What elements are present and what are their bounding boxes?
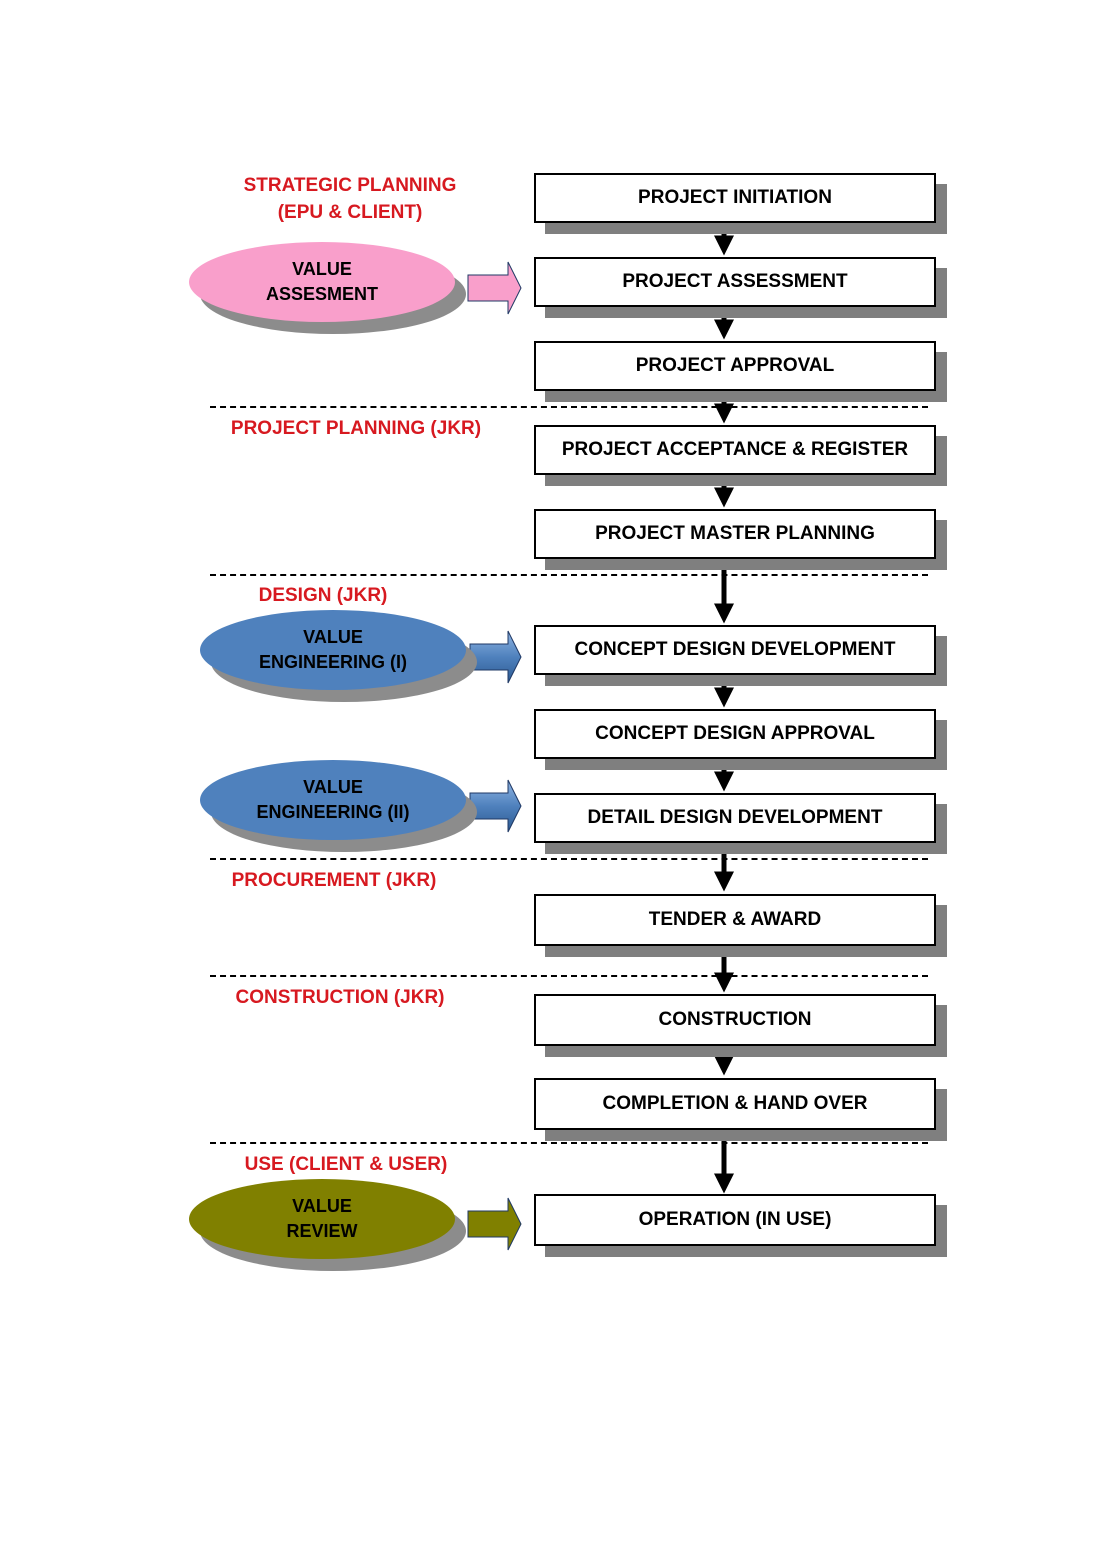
step-project-approval: PROJECT APPROVAL (534, 341, 936, 391)
step-tender-award: TENDER & AWARD (534, 894, 936, 946)
value-engineering-1-ellipse: VALUE ENGINEERING (I) (200, 610, 466, 690)
value-engineering-1-arrow (469, 630, 522, 684)
step-project-initiation: PROJECT INITIATION (534, 173, 936, 223)
phase-divider (210, 858, 928, 860)
value-assessment-ellipse: VALUE ASSESMENT (189, 242, 455, 322)
phase-label-strategic-planning: STRATEGIC PLANNING (EPU & CLIENT) (243, 175, 457, 223)
phase-label-project-planning: PROJECT PLANNING (JKR) (230, 418, 482, 439)
phase-label-procurement: PROCUREMENT (JKR) (231, 870, 437, 891)
step-operation-in-use: OPERATION (IN USE) (534, 1194, 936, 1246)
phase-divider (210, 574, 928, 576)
phase-label-design: DESIGN (JKR) (258, 585, 388, 606)
value-assessment-arrow (467, 261, 522, 315)
step-completion-hand-over: COMPLETION & HAND OVER (534, 1078, 936, 1130)
phase-divider (210, 975, 928, 977)
step-construction: CONSTRUCTION (534, 994, 936, 1046)
value-engineering-2-ellipse: VALUE ENGINEERING (II) (200, 760, 466, 840)
phase-divider (210, 1142, 928, 1144)
value-review-arrow (467, 1197, 522, 1251)
step-project-master-planning: PROJECT MASTER PLANNING (534, 509, 936, 559)
step-project-assessment: PROJECT ASSESSMENT (534, 257, 936, 307)
step-concept-design-development: CONCEPT DESIGN DEVELOPMENT (534, 625, 936, 675)
step-project-acceptance-register: PROJECT ACCEPTANCE & REGISTER (534, 425, 936, 475)
value-engineering-2-arrow (469, 779, 522, 833)
value-review-ellipse: VALUE REVIEW (189, 1179, 455, 1259)
phase-label-construction: CONSTRUCTION (JKR) (235, 987, 445, 1008)
phase-label-use: USE (CLIENT & USER) (244, 1154, 448, 1175)
step-concept-design-approval: CONCEPT DESIGN APPROVAL (534, 709, 936, 759)
step-detail-design-development: DETAIL DESIGN DEVELOPMENT (534, 793, 936, 843)
phase-divider (210, 406, 928, 408)
